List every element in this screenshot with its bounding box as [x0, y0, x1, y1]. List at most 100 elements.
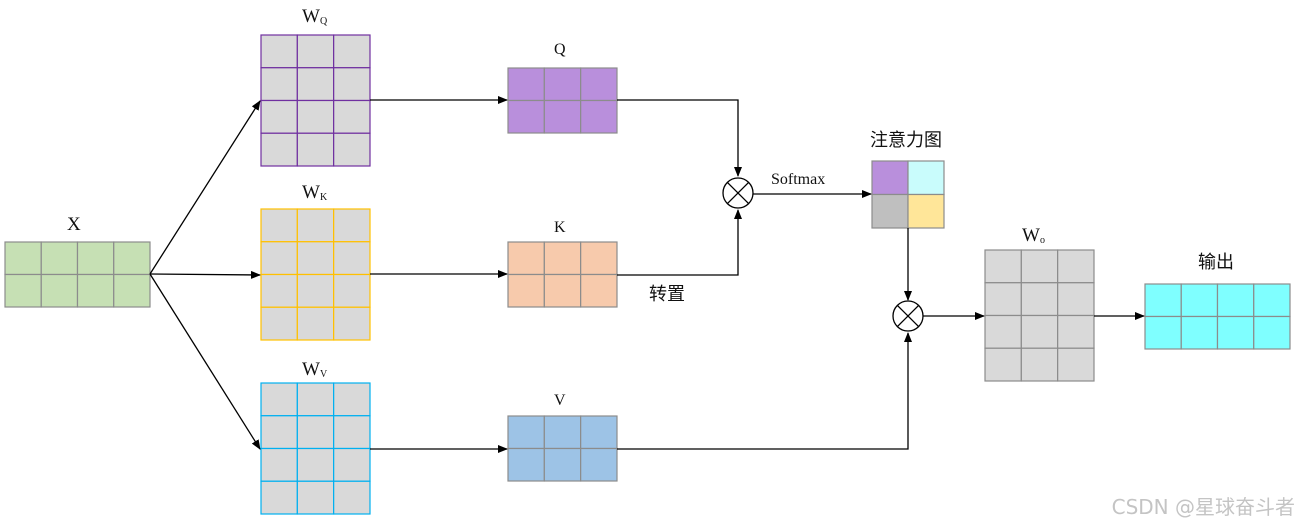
- wo-matrix-cell: [984, 249, 1022, 284]
- wo-label: Wo: [1022, 225, 1045, 246]
- v-label: V: [554, 392, 566, 409]
- transpose-label: 转置: [649, 284, 685, 305]
- wo-matrix-cell: [1020, 282, 1059, 317]
- attention-map-matrix-cell: [871, 160, 909, 196]
- wk-matrix-cell: [296, 306, 335, 341]
- wv-matrix-cell: [260, 415, 298, 450]
- k-matrix-cell: [543, 273, 582, 308]
- x-matrix-cell: [40, 241, 79, 276]
- v-matrix-cell: [507, 447, 545, 482]
- v-matrix-cell: [580, 447, 618, 482]
- output-matrix-cell: [1216, 315, 1255, 350]
- wo-matrix-cell: [1020, 249, 1059, 284]
- v-matrix-cell: [580, 415, 618, 450]
- wo-matrix-cell: [984, 282, 1022, 317]
- wk-matrix-cell: [333, 306, 371, 341]
- wv-matrix-cell: [260, 480, 298, 515]
- k-label: K: [554, 219, 566, 236]
- v-matrix-cell: [543, 447, 582, 482]
- wv-matrix-cell: [333, 480, 371, 515]
- x-matrix: [4, 241, 151, 308]
- wv-matrix-cell: [296, 415, 335, 450]
- wo-matrix-cell: [1020, 347, 1059, 382]
- output-matrix: [1144, 283, 1291, 350]
- wq-matrix-cell: [260, 34, 298, 69]
- wq-matrix-cell: [296, 132, 335, 167]
- v-matrix-cell: [507, 415, 545, 450]
- arrow-x-to-wq: [149, 100, 261, 275]
- wo-matrix-cell: [1057, 347, 1095, 382]
- attention-map-label: 注意力图: [870, 130, 942, 151]
- wq-matrix-cell: [333, 34, 371, 69]
- x-matrix-cell: [4, 273, 42, 308]
- softmax-label: Softmax: [771, 171, 826, 188]
- output-matrix-cell: [1216, 283, 1255, 318]
- x-label: X: [67, 214, 81, 235]
- wk-matrix-cell: [260, 208, 298, 243]
- wk-matrix-cell: [296, 241, 335, 276]
- wo-matrix-cell: [1057, 314, 1095, 349]
- wk-matrix-cell: [333, 208, 371, 243]
- v-matrix: [507, 415, 618, 482]
- attention-map-matrix: [871, 160, 945, 229]
- wo-matrix-cell: [1057, 282, 1095, 317]
- output-matrix-cell: [1253, 315, 1291, 350]
- wk-matrix-cell: [260, 273, 298, 308]
- wq-matrix-cell: [333, 99, 371, 134]
- wo-matrix-cell: [1057, 249, 1095, 284]
- attention-map-matrix-cell: [871, 193, 909, 229]
- q-matrix-cell: [580, 99, 618, 134]
- k-matrix-cell: [507, 241, 545, 276]
- x-matrix-cell: [4, 241, 42, 276]
- wk-matrix-cell: [296, 273, 335, 308]
- output-matrix-cell: [1144, 315, 1182, 350]
- wq-matrix-cell: [296, 67, 335, 102]
- wv-matrix-cell: [260, 447, 298, 482]
- wk-matrix-cell: [260, 306, 298, 341]
- q-matrix-cell: [543, 67, 582, 102]
- watermark: CSDN @星球奋斗者: [1111, 495, 1295, 519]
- wk-matrix-cell: [260, 241, 298, 276]
- k-matrix-cell: [507, 273, 545, 308]
- output-matrix-cell: [1180, 315, 1219, 350]
- wq-matrix-cell: [333, 67, 371, 102]
- x-matrix-cell: [113, 273, 151, 308]
- output-matrix-cell: [1180, 283, 1219, 318]
- attention-map-matrix-cell: [907, 193, 945, 229]
- k-matrix-cell: [580, 273, 618, 308]
- q-matrix: [507, 67, 618, 134]
- arrow-x-to-wk: [149, 270, 261, 279]
- wo-matrix-cell: [984, 314, 1022, 349]
- output-matrix-cell: [1253, 283, 1291, 318]
- wq-matrix: [260, 34, 371, 167]
- wk-matrix-cell: [333, 241, 371, 276]
- q-matrix-cell: [543, 99, 582, 134]
- x-matrix-cell: [40, 273, 79, 308]
- v-matrix-cell: [543, 415, 582, 450]
- wv-label: WV: [302, 359, 328, 380]
- wq-matrix-cell: [260, 67, 298, 102]
- wq-label: WQ: [302, 6, 328, 27]
- wv-matrix-cell: [296, 447, 335, 482]
- arrow-k-to-multiply: [617, 209, 742, 276]
- wq-matrix-cell: [296, 34, 335, 69]
- wo-matrix-cell: [1020, 314, 1059, 349]
- wq-matrix-cell: [260, 99, 298, 134]
- wk-matrix-cell: [296, 208, 335, 243]
- arrow-x-to-wv: [149, 273, 261, 450]
- wq-matrix-cell: [296, 99, 335, 134]
- circled-times-icon: [892, 300, 924, 332]
- wo-matrix: [984, 249, 1095, 382]
- wk-matrix-cell: [333, 273, 371, 308]
- x-matrix-cell: [113, 241, 151, 276]
- wq-matrix-cell: [260, 132, 298, 167]
- x-matrix-cell: [76, 273, 115, 308]
- wv-matrix-cell: [333, 447, 371, 482]
- q-matrix-cell: [507, 99, 545, 134]
- k-matrix: [507, 241, 618, 308]
- wo-matrix-cell: [984, 347, 1022, 382]
- wv-matrix: [260, 382, 371, 515]
- q-matrix-cell: [580, 67, 618, 102]
- wv-matrix-cell: [333, 382, 371, 417]
